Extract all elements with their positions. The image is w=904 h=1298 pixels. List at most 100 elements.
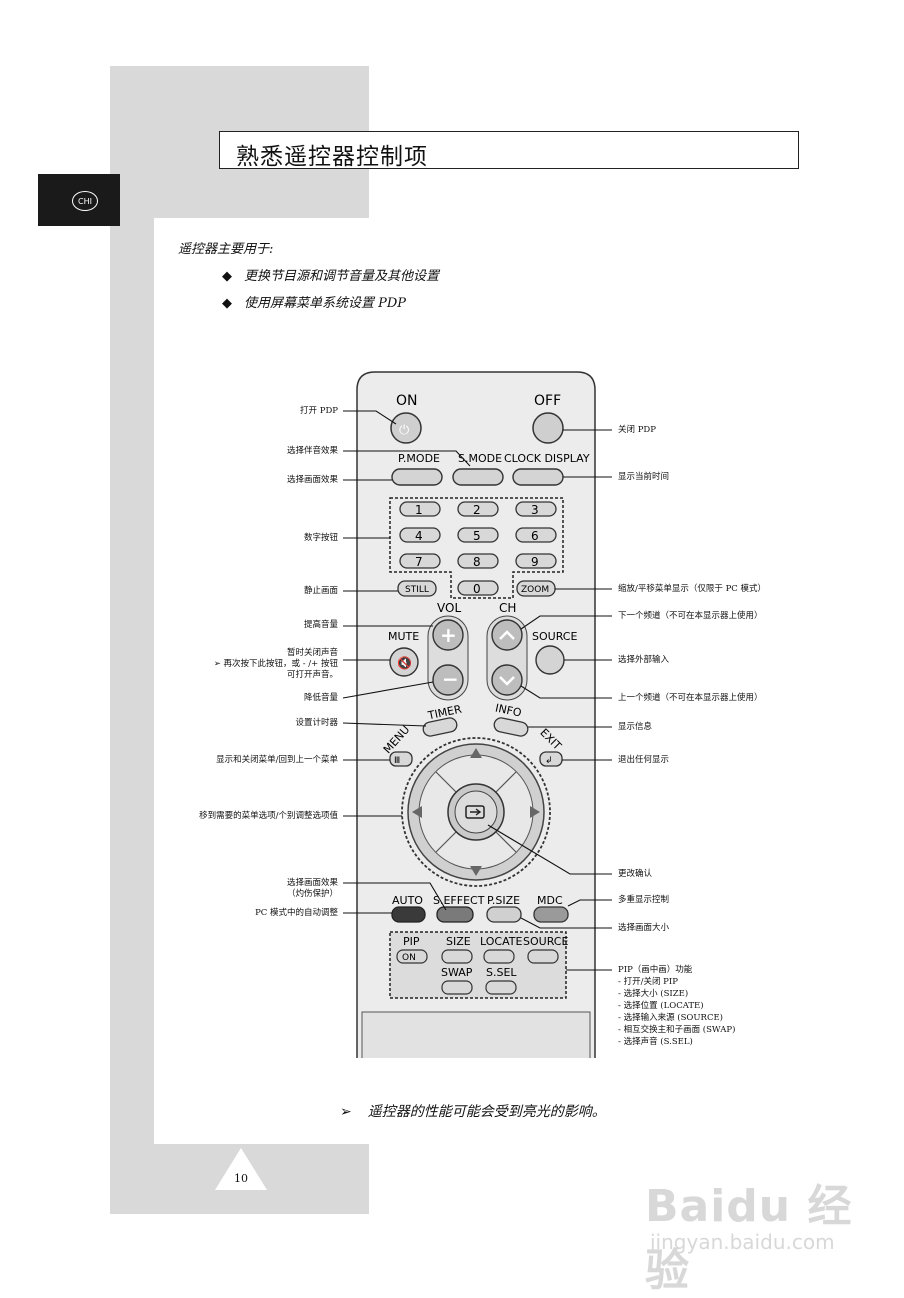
gray-margin-band bbox=[110, 66, 154, 1214]
svg-text:S.EFFECT: S.EFFECT bbox=[433, 894, 485, 907]
mute-button bbox=[389, 647, 419, 677]
svg-text:MUTE: MUTE bbox=[388, 630, 419, 643]
enter-icon bbox=[465, 805, 485, 819]
svg-text:0: 0 bbox=[473, 582, 481, 596]
page-title: 熟悉遥控器控制项 bbox=[236, 144, 428, 170]
on-label: ON bbox=[396, 393, 418, 409]
power-on-button bbox=[390, 412, 422, 444]
exit-icon: ↲ bbox=[545, 756, 553, 766]
label-still: 静止画面 bbox=[303, 586, 338, 596]
nav-left-icon bbox=[412, 806, 422, 818]
language-tab-label: CHI bbox=[72, 191, 98, 211]
still-button bbox=[397, 580, 437, 597]
source-button bbox=[535, 645, 565, 675]
digit-buttons: 1 2 3 4 5 6 7 8 9 0 bbox=[399, 501, 557, 596]
diamond-bullet-icon: ◆ bbox=[222, 296, 232, 311]
svg-text:LOCATE: LOCATE bbox=[480, 935, 522, 948]
size-button bbox=[441, 949, 473, 964]
svg-text:STILL: STILL bbox=[405, 585, 429, 595]
label-sound-effect: 选择伴音效果 bbox=[286, 446, 338, 456]
label-exit: 退出任何显示 bbox=[618, 755, 670, 765]
label-picture-effect: 选择画面效果 bbox=[286, 475, 338, 485]
bullet-item: ◆更换节目源和调节音量及其他设置 bbox=[222, 265, 439, 284]
nav-up-icon bbox=[470, 748, 482, 758]
pip-source-button bbox=[527, 949, 559, 964]
label-psize: 选择画面大小 bbox=[618, 923, 670, 933]
mute-speaker-icon: 🔇 bbox=[397, 656, 412, 670]
label-seffect-2: （灼伤保护） bbox=[286, 889, 338, 899]
svg-text:−: − bbox=[442, 667, 459, 691]
footnote-text: 遥控器的性能可能会受到亮光的影响。 bbox=[367, 1104, 606, 1120]
label-mute-1: 暂时关闭声音 bbox=[286, 648, 338, 658]
label-pip-item: - 相互交换主和子画面 (SWAP) bbox=[618, 1025, 736, 1035]
smode-button bbox=[452, 468, 504, 486]
menu-button bbox=[389, 751, 413, 767]
label-pip-item: - 选择大小 (SIZE) bbox=[618, 989, 689, 999]
ch-down-button bbox=[491, 664, 523, 696]
off-label: OFF bbox=[534, 393, 561, 409]
page-number: 10 bbox=[234, 1172, 248, 1185]
svg-text:5: 5 bbox=[473, 529, 481, 543]
label-mdc: 多重显示控制 bbox=[618, 895, 670, 905]
vol-down-button bbox=[432, 664, 464, 696]
pip-on-button bbox=[396, 949, 428, 964]
label-power-off: 关闭 PDP bbox=[618, 425, 656, 435]
clock-display-button bbox=[512, 468, 564, 486]
auto-button bbox=[391, 906, 426, 923]
svg-text:ZOOM: ZOOM bbox=[521, 585, 549, 595]
svg-text:PIP: PIP bbox=[403, 935, 420, 948]
svg-text:4: 4 bbox=[415, 529, 423, 543]
label-pip-item: - 选择输入来源 (SOURCE) bbox=[618, 1013, 723, 1023]
svg-text:S.SEL: S.SEL bbox=[486, 966, 517, 979]
svg-text:1: 1 bbox=[415, 503, 423, 517]
timer-button bbox=[422, 717, 458, 737]
pip-pad-outline bbox=[389, 931, 567, 999]
label-numeric: 数字按钮 bbox=[303, 533, 338, 543]
svg-text:3: 3 bbox=[531, 503, 539, 517]
label-power-on: 打开 PDP bbox=[300, 406, 338, 416]
info-button bbox=[493, 717, 529, 737]
arrow-icon: ➢ bbox=[213, 659, 224, 669]
svg-text:SOURCE: SOURCE bbox=[523, 935, 568, 948]
pmode-label: P.MODE bbox=[398, 452, 440, 465]
watermark-brand: Baidu 经验 bbox=[645, 1181, 853, 1296]
label-mute-3: 可打开声音。 bbox=[286, 670, 338, 680]
svg-text:SIZE: SIZE bbox=[446, 935, 471, 948]
label-pip-item: - 选择位置 (LOCATE) bbox=[618, 1001, 704, 1011]
leader-lines-right bbox=[487, 429, 612, 971]
page-number-marker bbox=[215, 1148, 267, 1190]
watermark-url: jingyan.baidu.com bbox=[650, 1230, 835, 1254]
label-zoom: 缩放/平移菜单显示（仅限于 PC 模式） bbox=[618, 584, 766, 594]
svg-text:SWAP: SWAP bbox=[441, 966, 473, 979]
numeric-pad-outline bbox=[389, 497, 564, 599]
mdc-button bbox=[533, 906, 569, 923]
diamond-bullet-icon: ◆ bbox=[222, 269, 232, 284]
remote-body-lower bbox=[361, 1011, 591, 1058]
label-vol-up: 提高音量 bbox=[303, 620, 338, 630]
watermark: Baidu 经验 jingyan.baidu.com bbox=[645, 1150, 895, 1296]
swap-button bbox=[441, 980, 473, 995]
psize-button bbox=[486, 906, 522, 923]
exit-button bbox=[539, 751, 563, 767]
label-clock: 显示当前时间 bbox=[618, 472, 670, 482]
arrow-icon: ➢ bbox=[340, 1104, 352, 1120]
svg-text:VOL: VOL bbox=[437, 601, 461, 615]
pmode-button bbox=[391, 468, 443, 486]
clock-label: CLOCK DISPLAY bbox=[504, 452, 590, 465]
intro-text: 遥控器主要用于: bbox=[178, 242, 274, 257]
bullet-text: 使用屏幕菜单系统设置 PDP bbox=[244, 296, 407, 311]
svg-text:SOURCE: SOURCE bbox=[532, 630, 577, 643]
label-menu: 显示和关闭菜单/回到上一个菜单 bbox=[216, 755, 338, 765]
label-ch-up: 下一个频道（不可在本显示器上使用） bbox=[618, 611, 763, 621]
svg-text:7: 7 bbox=[415, 555, 423, 569]
power-off-button bbox=[532, 412, 564, 444]
svg-text:6: 6 bbox=[531, 529, 539, 543]
label-info: 显示信息 bbox=[618, 722, 653, 732]
label-enter: 更改确认 bbox=[618, 869, 653, 879]
nav-ring-outline bbox=[401, 737, 551, 887]
label-source: 选择外部输入 bbox=[618, 655, 670, 665]
label-seffect-1: 选择画面效果 bbox=[286, 878, 338, 888]
ssel-button bbox=[485, 980, 517, 995]
svg-text:+: + bbox=[440, 623, 457, 647]
